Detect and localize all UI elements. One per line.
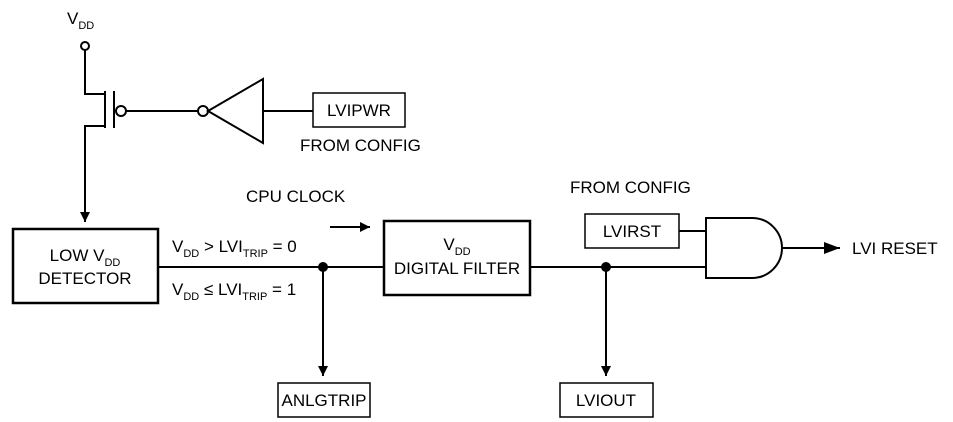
and-gate bbox=[705, 217, 783, 279]
lvipwr-label: LVIPWR bbox=[327, 101, 391, 120]
anlgtrip-box bbox=[277, 382, 371, 418]
lvirst-box bbox=[584, 213, 680, 249]
lviout-box bbox=[559, 382, 654, 418]
detector-box bbox=[11, 227, 160, 305]
lvipwr-box bbox=[312, 92, 406, 128]
supply-terminal bbox=[80, 41, 90, 51]
output-label: LVI RESET bbox=[852, 239, 938, 258]
anlgtrip-label: ANLGTRIP bbox=[281, 391, 366, 410]
lvipwr-source-label: FROM CONFIG bbox=[300, 136, 421, 155]
clock-label: CPU CLOCK bbox=[246, 187, 346, 206]
detector-line2: DETECTOR bbox=[38, 269, 131, 288]
condition-below: VDD ≤ LVITRIP = 1 bbox=[172, 280, 296, 303]
supply-label: VDD bbox=[67, 9, 94, 32]
inverter-gate bbox=[206, 77, 264, 145]
filter-line1: VDD bbox=[443, 235, 470, 258]
lvirst-label: LVIRST bbox=[603, 222, 661, 241]
filter-box bbox=[382, 219, 532, 297]
lvirst-source-label: FROM CONFIG bbox=[570, 178, 691, 197]
filter-line2: DIGITAL FILTER bbox=[394, 259, 520, 278]
pmos-transistor bbox=[84, 91, 127, 128]
lviout-label: LVIOUT bbox=[576, 391, 636, 410]
condition-above: VDD > LVITRIP = 0 bbox=[172, 237, 297, 260]
detector-line1: LOW VDD bbox=[50, 246, 121, 269]
